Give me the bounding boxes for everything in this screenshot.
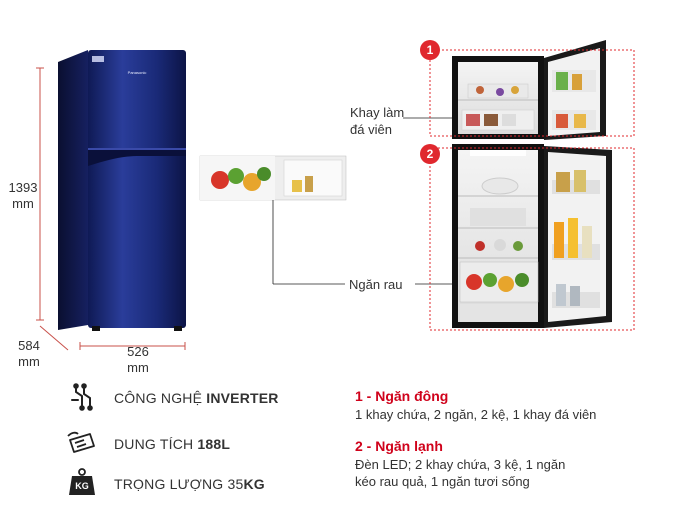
fridge-closed — [58, 50, 186, 331]
veg-drawer-label: Ngăn rau — [349, 277, 403, 292]
feature-weight-prefix: TRỌNG LƯỢNG 35 — [114, 476, 244, 492]
fridge-badge: 2 — [420, 144, 440, 164]
weight-icon: KG — [66, 466, 98, 498]
depth-value: 584 — [18, 338, 40, 353]
brand-logo: Panasonic — [128, 70, 147, 75]
height-value: 1393 — [8, 180, 38, 195]
freezer-section-title: 1 - Ngăn đông — [355, 388, 449, 404]
fridge-open — [452, 40, 612, 328]
feature-capacity-bold: 188L — [197, 436, 231, 452]
depth-dimension: 584 mm — [14, 338, 44, 370]
weight-icon-label: KG — [75, 481, 89, 491]
width-dimension: 526 mm — [118, 344, 158, 376]
height-unit: mm — [12, 196, 34, 211]
feature-weight-bold: KG — [243, 476, 265, 492]
fridge-section-title: 2 - Ngăn lạnh — [355, 438, 443, 454]
height-dimension: 1393 mm — [8, 180, 38, 212]
fridge-section-desc: Đèn LED; 2 khay chứa, 3 kệ, 1 ngăn kéo r… — [355, 457, 566, 489]
feature-inverter-prefix: CÔNG NGHỆ — [114, 390, 207, 406]
dimension-lines — [36, 67, 186, 351]
freezer-badge: 1 — [420, 40, 440, 60]
feature-capacity: DUNG TÍCH 188L — [114, 436, 230, 452]
feature-inverter: CÔNG NGHỆ INVERTER — [114, 390, 279, 406]
feature-weight: TRỌNG LƯỢNG 35KG — [114, 476, 265, 492]
ice-tray-label: Khay làm đá viên — [350, 105, 405, 137]
width-value: 526 — [127, 344, 149, 359]
depth-unit: mm — [18, 354, 40, 369]
feature-inverter-bold: INVERTER — [206, 390, 279, 406]
veg-drawer-illustration — [199, 155, 347, 201]
width-unit: mm — [127, 360, 149, 375]
freezer-section-desc: 1 khay chứa, 2 ngăn, 2 kệ, 1 khay đá viê… — [355, 407, 597, 422]
capacity-icon — [66, 428, 98, 458]
feature-capacity-prefix: DUNG TÍCH — [114, 436, 198, 452]
inverter-icon — [68, 382, 98, 412]
